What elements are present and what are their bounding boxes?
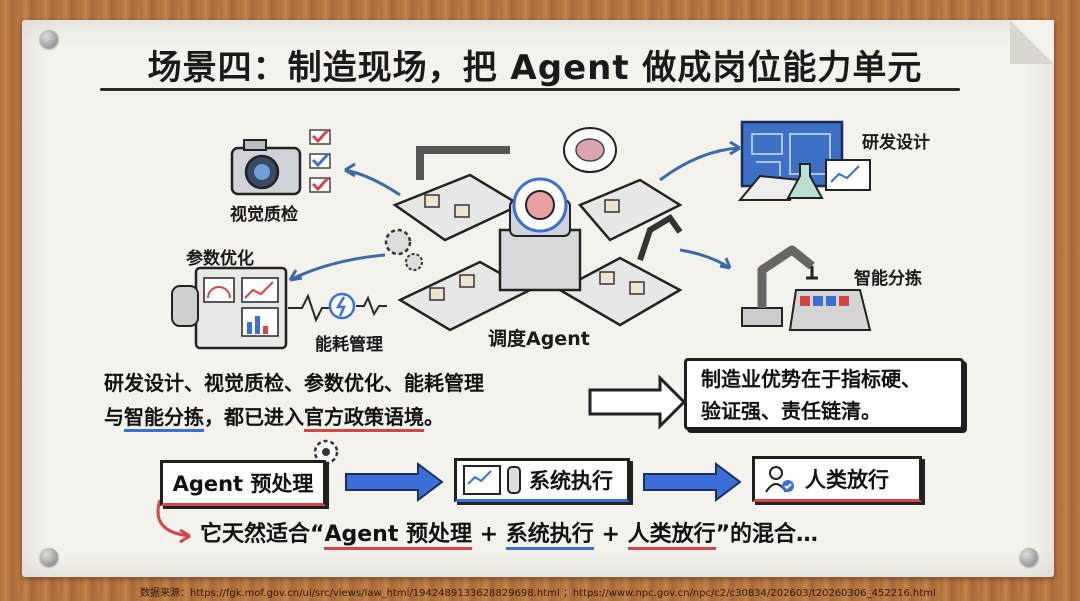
policy-line-1: 研发设计、视觉质检、参数优化、能耗管理 xyxy=(104,371,484,395)
summary-approve: 人类放行 xyxy=(627,522,716,550)
pin-icon xyxy=(40,30,58,48)
node-rd-design: 研发设计 xyxy=(862,133,930,153)
sorting-robot-icon xyxy=(741,245,872,331)
flow-arrow-2 xyxy=(643,462,742,502)
flow-step-approve-label: 人类放行 xyxy=(805,468,889,492)
flow-step-preprocess: Agent 预处理 xyxy=(160,460,326,506)
node-smart-sorting: 智能分拣 xyxy=(854,269,922,289)
advantage-line-2: 验证强、责任链清。 xyxy=(701,399,881,423)
flow-step-approve: 人类放行 xyxy=(752,456,922,502)
pin-icon xyxy=(1020,548,1038,566)
robot-arm-icon xyxy=(637,214,683,261)
blueprint-icon xyxy=(737,120,871,201)
parameter-machine-icon xyxy=(171,266,288,350)
hub-arrows xyxy=(288,140,741,282)
advantage-box: 制造业优势在于指标硬、 验证强、责任链清。 xyxy=(684,358,964,430)
page-title: 场景四：制造现场，把 Agent 做成岗位能力单元 xyxy=(147,48,923,88)
page-curl xyxy=(1010,20,1054,64)
highlight-smart-sorting: 智能分拣 xyxy=(124,405,204,432)
data-source: 数据来源：https://fgk.mof.gov.cn/ui/src/views… xyxy=(140,588,936,599)
node-parameter-optimization: 参数优化 xyxy=(186,249,254,269)
brain-icon xyxy=(563,127,617,173)
policy-line-2: 与智能分拣，都已进入官方政策语境。 xyxy=(104,400,584,434)
gear-icon xyxy=(313,439,339,465)
wrench-icon xyxy=(507,466,521,494)
flow-step-execute: 系统执行 xyxy=(454,458,630,502)
node-energy-management: 能耗管理 xyxy=(315,335,383,355)
conveyor-hub-icon xyxy=(392,146,683,332)
energy-icon xyxy=(288,292,387,323)
summary-execute: 系统执行 xyxy=(505,522,594,550)
advantage-line-1: 制造业优势在于指标硬、 xyxy=(701,367,921,391)
flow-arrow-1 xyxy=(345,462,444,502)
checklist-icon xyxy=(309,128,331,193)
node-visual-inspection: 视觉质检 xyxy=(230,205,298,225)
summary-line: 它天然适合“Agent 预处理 + 系统执行 + 人类放行”的混合… xyxy=(200,518,818,552)
title-underline xyxy=(100,88,960,91)
monitor-icon xyxy=(463,465,501,495)
gear-icon xyxy=(384,228,423,271)
node-dispatch-agent: 调度Agent xyxy=(488,328,590,350)
flow-step-execute-label: 系统执行 xyxy=(529,469,613,493)
user-check-icon xyxy=(765,464,795,494)
curved-red-arrow xyxy=(156,499,191,544)
summary-preprocess: Agent 预处理 xyxy=(324,522,473,550)
highlight-policy-context: 官方政策语境 xyxy=(304,405,424,432)
right-arrow-icon xyxy=(588,374,687,430)
pin-icon xyxy=(40,548,58,566)
policy-paragraph: 研发设计、视觉质检、参数优化、能耗管理 与智能分拣，都已进入官方政策语境。 xyxy=(104,366,584,434)
camera-icon xyxy=(230,139,302,196)
